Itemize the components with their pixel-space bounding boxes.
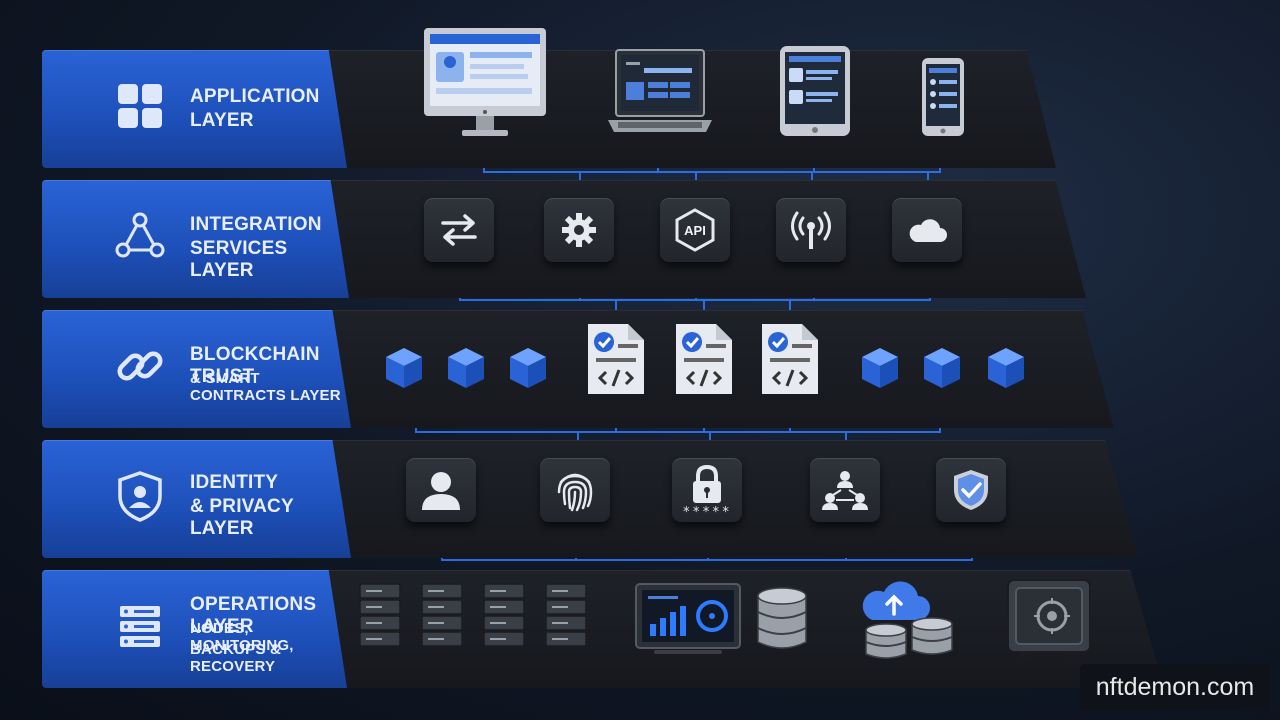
block-cube-icon xyxy=(386,348,422,388)
lock-icon xyxy=(693,464,721,503)
transfer-arrows-icon xyxy=(441,214,477,246)
blockchain-layer-title: BLOCKCHAIN TRUST xyxy=(190,344,320,387)
desktop-monitor-icon xyxy=(424,28,546,136)
operations-layer-detail-line2: BACKUPS & RECOVERY xyxy=(190,641,281,675)
operations-layer-detail-line1: NODES, MONITORING, xyxy=(190,620,294,654)
server-stack-icon xyxy=(120,606,160,647)
blockchain-layer-label-panel: BLOCKCHAIN TRUST & SMART CONTRACTS LAYER xyxy=(42,310,351,428)
shield-user-icon xyxy=(118,471,162,522)
database-icon xyxy=(757,587,807,649)
smart-contract-icon xyxy=(588,324,644,394)
tablet-icon xyxy=(780,46,850,136)
application-layer-title: APPLICATION xyxy=(190,86,320,107)
vault-safe-icon xyxy=(1007,579,1091,657)
user-tile xyxy=(406,458,476,522)
identity-layer-label-panel: IDENTITY & PRIVACY LAYER xyxy=(42,440,351,558)
api-label: API xyxy=(684,222,706,238)
monitoring-dashboard-icon xyxy=(635,583,741,654)
integration-layer-title: INTEGRATION xyxy=(190,214,322,235)
antenna-tile xyxy=(776,198,846,262)
laptop-icon xyxy=(608,49,712,132)
lock-tile: ***** xyxy=(672,458,742,522)
block-cube-icon xyxy=(510,348,546,388)
password-mask: ***** xyxy=(682,505,732,520)
antenna-icon xyxy=(791,211,831,249)
operations-layer-title: OPERATIONS LAYER xyxy=(190,594,317,637)
watermark-text: nftdemon.com xyxy=(1095,672,1255,701)
shield-check-icon xyxy=(954,470,988,510)
grid-icon xyxy=(118,84,162,128)
smart-contract-icon xyxy=(676,324,732,394)
api-tile: API xyxy=(660,198,730,262)
block-cube-icon xyxy=(924,348,960,388)
transfer-tile xyxy=(424,198,494,262)
application-layer-label-panel: APPLICATION LAYER xyxy=(42,50,347,168)
watermark-badge: nftdemon.com xyxy=(1080,664,1270,710)
identity-layer-title: IDENTITY xyxy=(190,472,279,493)
block-cube-icon xyxy=(988,348,1024,388)
user-icon xyxy=(422,472,460,510)
integration-layer-subtitle: SERVICES LAYER xyxy=(190,238,288,281)
gear-icon xyxy=(562,213,596,247)
cloud-upload-icon xyxy=(862,581,953,659)
user-network-icon xyxy=(822,471,868,510)
smartphone-icon xyxy=(922,58,964,136)
identity-layer-subtitle: & PRIVACY LAYER xyxy=(190,496,294,539)
server-rack-icon xyxy=(483,583,525,647)
chain-link-icon xyxy=(117,351,163,381)
api-icon xyxy=(675,208,715,252)
network-nodes-icon xyxy=(115,212,165,258)
cloud-icon xyxy=(909,219,947,242)
shield-check-tile xyxy=(936,458,1006,522)
block-cube-icon xyxy=(862,348,898,388)
gear-tile xyxy=(544,198,614,262)
integration-layer-label-panel: INTEGRATION SERVICES LAYER xyxy=(42,180,349,298)
server-rack-icon xyxy=(545,583,587,647)
block-cube-icon xyxy=(448,348,484,388)
application-layer-subtitle: LAYER xyxy=(190,110,254,131)
cloud-tile xyxy=(892,198,962,262)
user-network-tile xyxy=(810,458,880,522)
fingerprint-icon xyxy=(557,473,593,512)
server-rack-icon xyxy=(359,583,401,647)
server-rack-icon xyxy=(421,583,463,647)
fingerprint-tile xyxy=(540,458,610,522)
operations-layer-label-panel: OPERATIONS LAYER NODES, MONITORING, BACK… xyxy=(42,570,347,688)
blockchain-layer-subtitle: & SMART CONTRACTS LAYER xyxy=(190,370,341,404)
smart-contract-icon xyxy=(762,324,818,394)
